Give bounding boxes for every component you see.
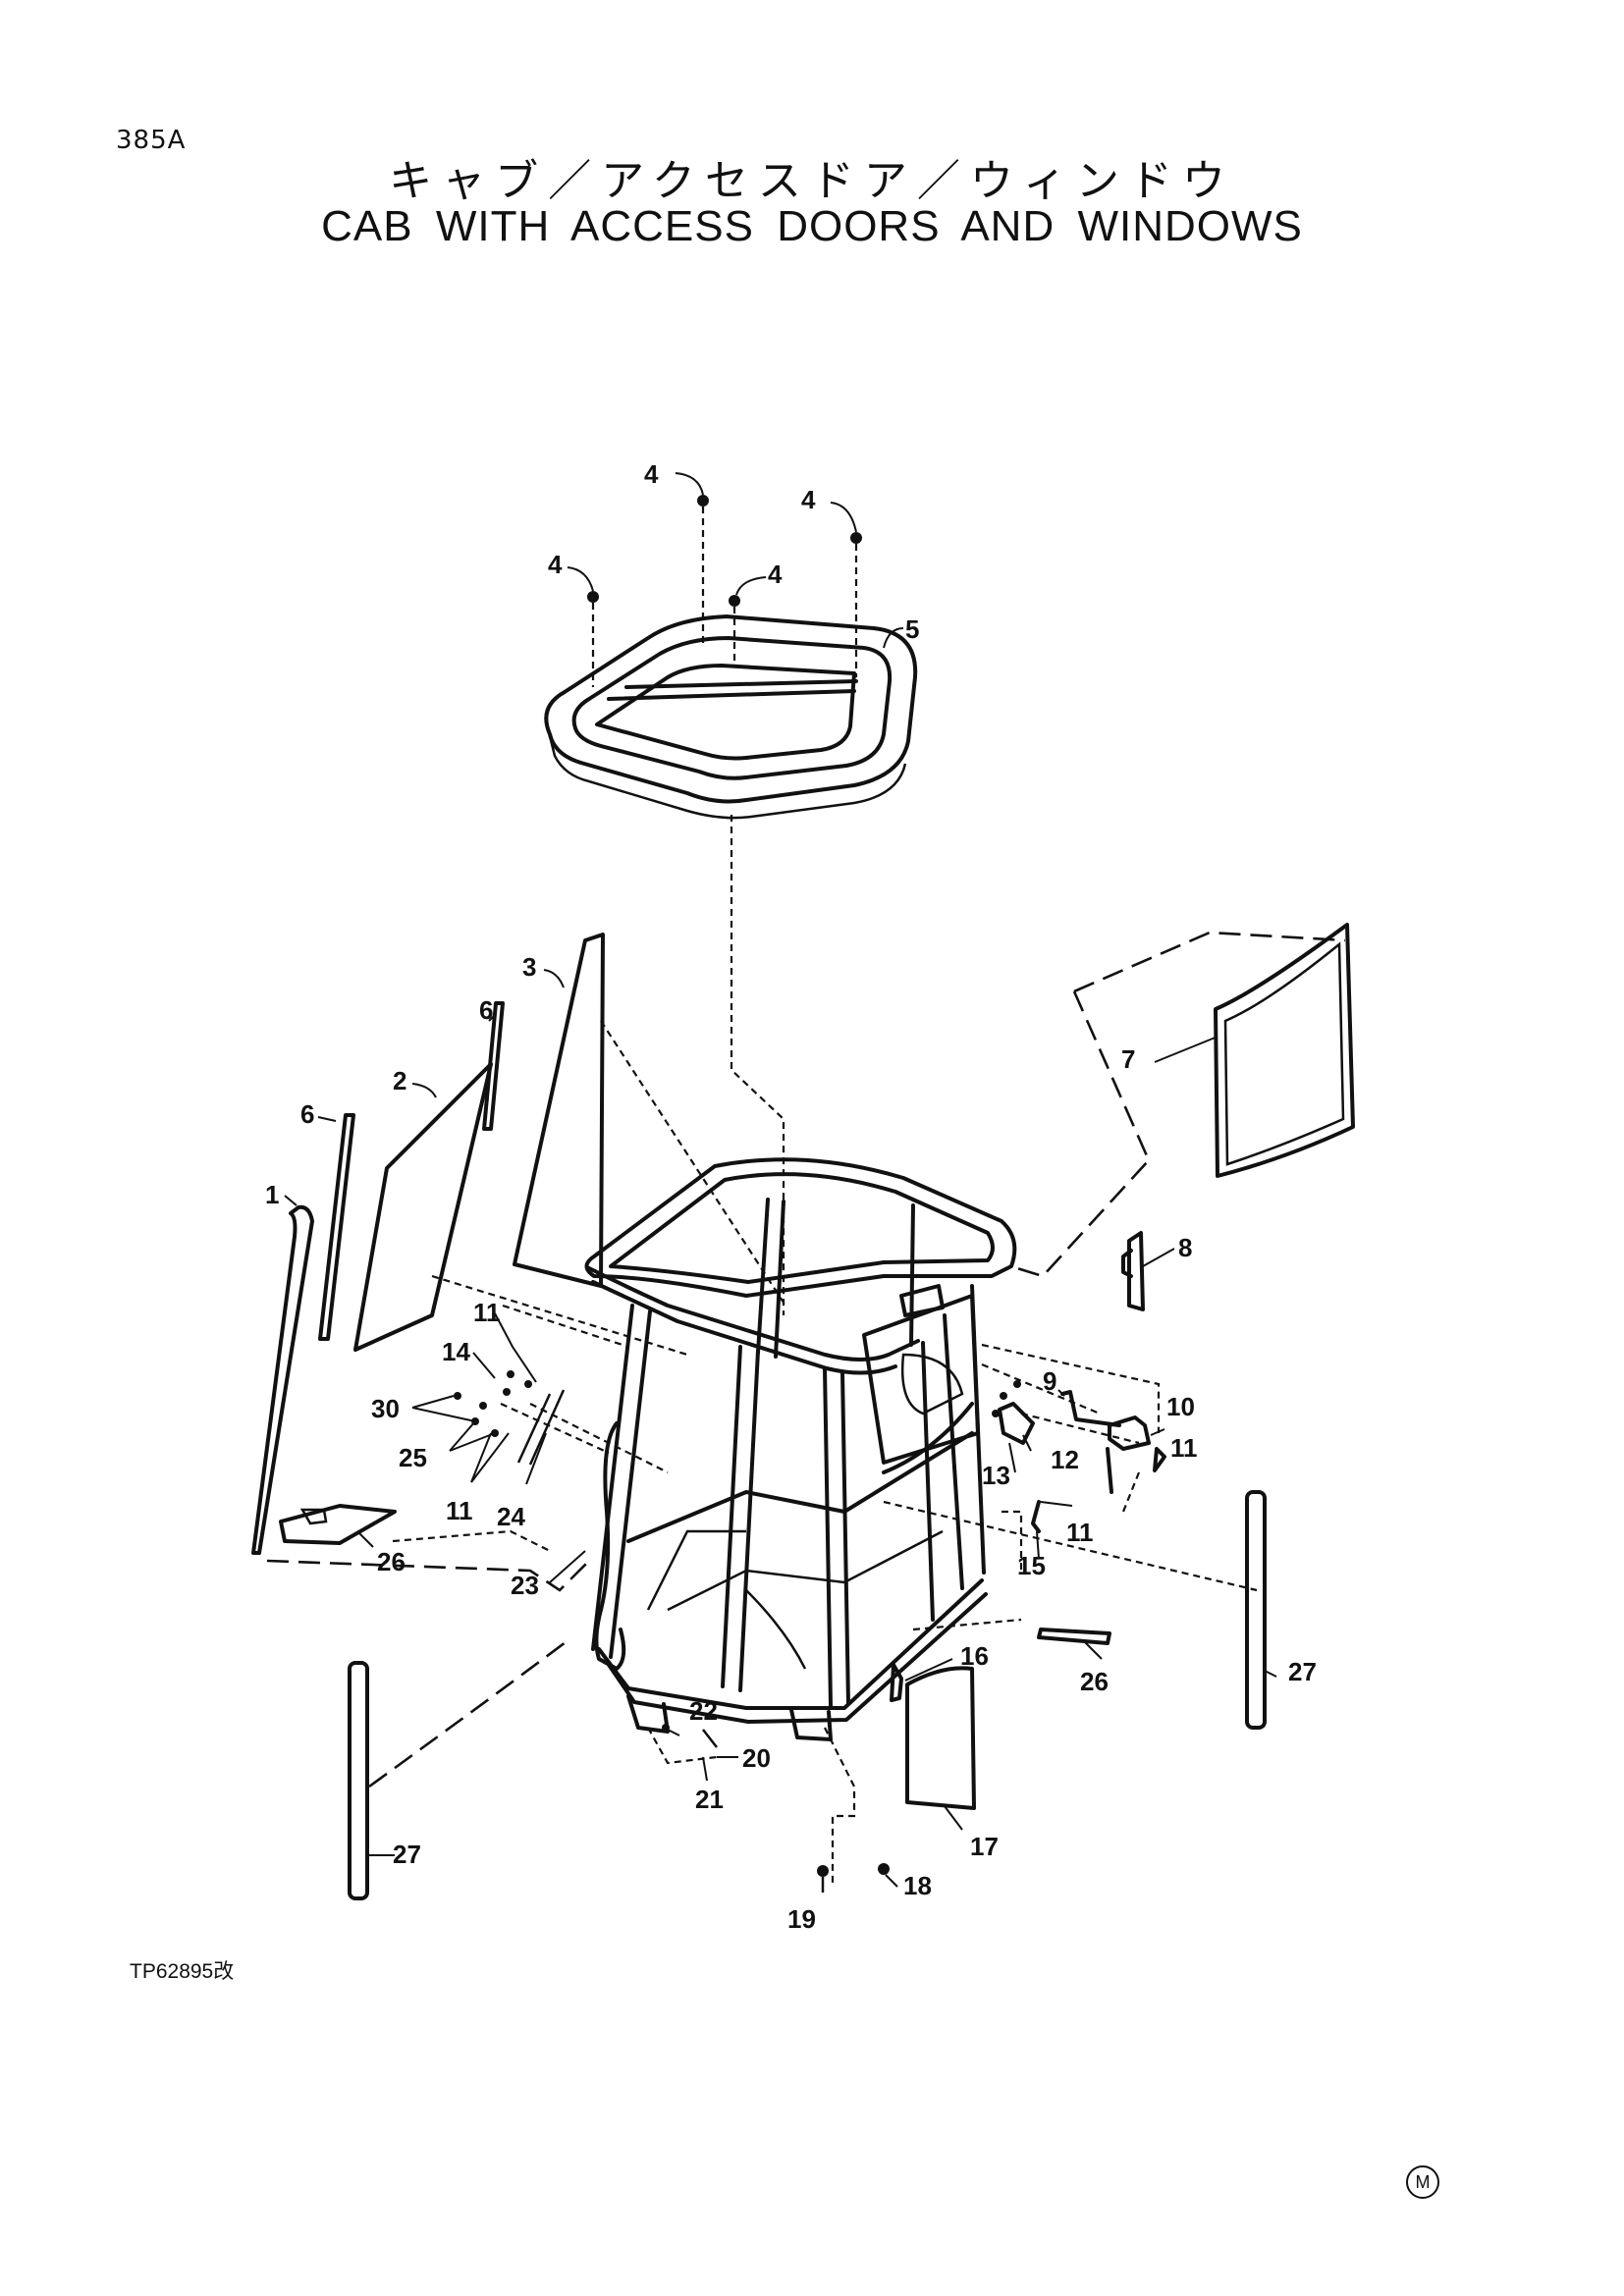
callout-20: 20 bbox=[742, 1743, 771, 1773]
callout-6-lower: 6 bbox=[300, 1099, 314, 1129]
callout-14: 14 bbox=[442, 1337, 470, 1366]
callout-23: 23 bbox=[511, 1571, 539, 1600]
callout-5: 5 bbox=[905, 614, 919, 644]
callout-25: 25 bbox=[399, 1443, 427, 1472]
callout-3: 3 bbox=[522, 952, 536, 982]
callout-26-left: 26 bbox=[377, 1547, 406, 1576]
m-mark-icon: M bbox=[1406, 2165, 1439, 2199]
callout-12: 12 bbox=[1051, 1445, 1079, 1474]
roof-panel bbox=[544, 614, 918, 820]
callout-30: 30 bbox=[371, 1394, 400, 1423]
rear-glass bbox=[1016, 923, 1355, 1278]
page-code: 385A bbox=[116, 126, 187, 155]
cab-frame bbox=[584, 1157, 1017, 1741]
callout-7: 7 bbox=[1121, 1044, 1135, 1074]
callout-15: 15 bbox=[1017, 1551, 1046, 1580]
roof-bolts bbox=[567, 472, 904, 687]
callout-10: 10 bbox=[1166, 1392, 1195, 1421]
callout-4c: 4 bbox=[548, 550, 563, 579]
callout-4b: 4 bbox=[801, 485, 816, 514]
figure-code: TP62895改 bbox=[130, 1960, 235, 1983]
callout-27-right: 27 bbox=[1288, 1657, 1317, 1686]
callout-2: 2 bbox=[393, 1066, 406, 1095]
callout-11-left-top: 11 bbox=[473, 1298, 501, 1327]
callout-13: 13 bbox=[982, 1461, 1010, 1490]
callout-4a: 4 bbox=[644, 459, 659, 489]
callout-18: 18 bbox=[903, 1871, 932, 1900]
callout-17: 17 bbox=[970, 1832, 999, 1861]
callout-27-left: 27 bbox=[393, 1840, 421, 1869]
title-english: CAB WITH ACCESS DOORS AND WINDOWS bbox=[321, 202, 1303, 250]
callout-24: 24 bbox=[497, 1502, 525, 1531]
callout-26-right: 26 bbox=[1080, 1667, 1109, 1696]
callout-8: 8 bbox=[1178, 1233, 1192, 1262]
callout-4d: 4 bbox=[768, 560, 783, 589]
callout-labels: 4 4 4 4 5 3 6 2 6 1 7 8 11 14 30 25 11 2… bbox=[265, 459, 1317, 1934]
callout-11-left-bottom: 11 bbox=[446, 1496, 473, 1525]
title-japanese: キャブ／アクセスドア／ウィンドウ bbox=[389, 156, 1235, 206]
callout-6-upper: 6 bbox=[479, 995, 493, 1025]
callout-16: 16 bbox=[960, 1641, 989, 1671]
callout-21: 21 bbox=[695, 1785, 724, 1814]
small-parts bbox=[279, 1231, 1267, 1900]
leader-lines bbox=[284, 969, 1277, 1888]
callout-9: 9 bbox=[1043, 1366, 1056, 1396]
callout-19: 19 bbox=[787, 1904, 816, 1934]
left-glass-panels bbox=[251, 933, 605, 1555]
callout-11-right-bottom: 11 bbox=[1066, 1518, 1094, 1547]
callout-11-right-top: 11 bbox=[1170, 1433, 1198, 1463]
callout-22: 22 bbox=[689, 1696, 718, 1726]
callout-1: 1 bbox=[265, 1180, 279, 1209]
